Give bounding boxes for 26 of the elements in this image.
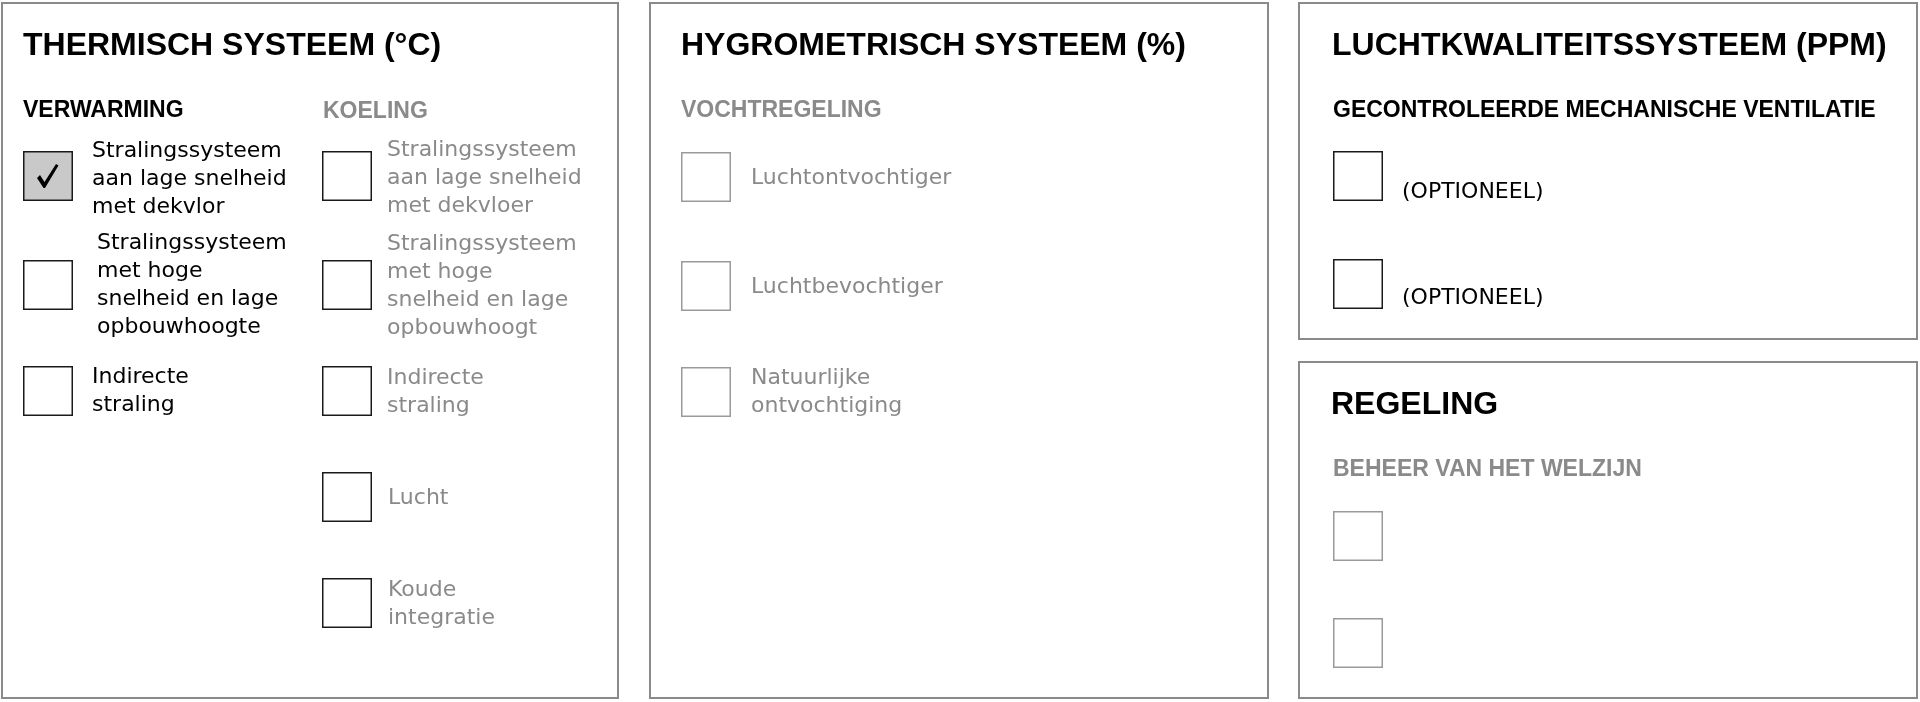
panel	[649, 2, 1269, 699]
panel	[1298, 2, 1918, 340]
option-label: Luchtontvochtiger	[751, 163, 953, 191]
section-heading: VOCHTREGELING	[681, 95, 882, 123]
section-heading: GECONTROLEERDE MECHANISCHE VENTILATIE	[1333, 95, 1876, 123]
option-label: Koude integratie	[388, 575, 496, 631]
section-heading: KOELING	[323, 96, 428, 124]
option-label: Indirecte straling	[92, 362, 190, 418]
panel-title: HYGROMETRISCH SYSTEEM (%)	[681, 25, 1186, 63]
panel-title: LUCHTKWALITEITSSYSTEEM (PPM)	[1332, 25, 1887, 63]
option-label: Lucht	[388, 483, 450, 511]
section-heading: BEHEER VAN HET WELZIJN	[1333, 454, 1642, 482]
option-label: Stralingssysteem aan lage snelheid met dekvlor	[92, 136, 288, 220]
option-label: Stralingssysteem met hoge snelheid en lage opbouwhoogte	[97, 228, 288, 340]
option-label: Luchtbevochtiger	[751, 272, 944, 300]
option-label: Indirecte straling	[387, 363, 485, 419]
section-heading: VERWARMING	[23, 95, 184, 123]
option-label: Stralingssysteem aan lage snelheid met dekvloer	[387, 135, 583, 219]
option-label: Stralingssysteem met hoge snelheid en lage opbouwhoogt	[387, 229, 578, 341]
panel	[1298, 361, 1918, 699]
option-label: Natuurlijke ontvochtiging	[751, 363, 904, 419]
panel	[1, 2, 619, 699]
panel-title: REGELING	[1331, 384, 1499, 422]
option-label: (OPTIONEEL)	[1402, 177, 1545, 205]
option-label: (OPTIONEEL)	[1402, 283, 1545, 311]
panel-title: THERMISCH SYSTEEM (°C)	[23, 25, 442, 63]
